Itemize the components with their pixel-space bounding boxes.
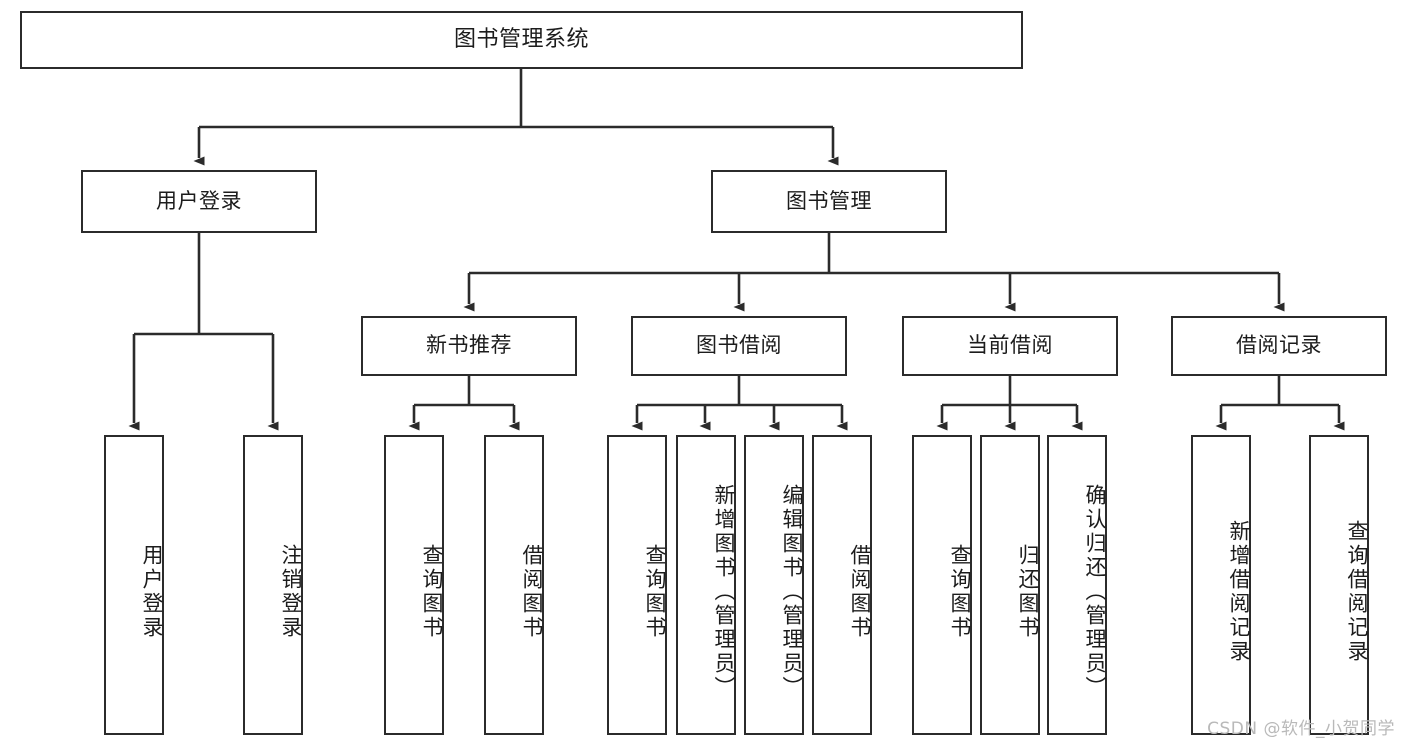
node-borrow-record[interactable]: 借阅记录 — [1171, 316, 1387, 376]
node-label: 当前借阅 — [967, 333, 1053, 358]
node-label: 查询图书 — [420, 544, 444, 640]
node-label: 查询借阅记录 — [1345, 520, 1369, 664]
leaf-logout[interactable]: 注销登录 — [243, 435, 303, 735]
node-user-login[interactable]: 用户登录 — [81, 170, 317, 233]
leaf-borrow-borrow-book[interactable]: 借阅图书 — [812, 435, 872, 735]
node-label: 查询图书 — [643, 544, 667, 640]
leaf-borrow-query-book[interactable]: 查询图书 — [607, 435, 667, 735]
leaf-current-confirm-return[interactable]: 确认归还（管理员） — [1047, 435, 1107, 735]
leaf-record-add[interactable]: 新增借阅记录 — [1191, 435, 1251, 735]
node-label: 注销登录 — [279, 544, 303, 640]
node-label: 图书管理系统 — [453, 26, 589, 52]
node-root-system[interactable]: 图书管理系统 — [20, 11, 1023, 69]
node-current-borrow[interactable]: 当前借阅 — [902, 316, 1118, 376]
node-book-borrow[interactable]: 图书借阅 — [631, 316, 847, 376]
leaf-borrow-edit-book[interactable]: 编辑图书（管理员） — [744, 435, 804, 735]
node-label: 借阅图书 — [520, 544, 544, 640]
leaf-recommend-borrow-book[interactable]: 借阅图书 — [484, 435, 544, 735]
node-label: 新增借阅记录 — [1227, 520, 1251, 664]
leaf-borrow-add-book[interactable]: 新增图书（管理员） — [676, 435, 736, 735]
leaf-record-query[interactable]: 查询借阅记录 — [1309, 435, 1369, 735]
node-label: 图书管理 — [786, 188, 872, 213]
node-label: 用户登录 — [156, 188, 242, 213]
leaf-recommend-query-book[interactable]: 查询图书 — [384, 435, 444, 735]
leaf-current-query-book[interactable]: 查询图书 — [912, 435, 972, 735]
node-label: 确认归还（管理员） — [1083, 484, 1107, 700]
watermark: CSDN @软件_小贺同学 — [1207, 719, 1395, 739]
node-label: 借阅记录 — [1236, 333, 1322, 358]
leaf-current-return-book[interactable]: 归还图书 — [980, 435, 1040, 735]
node-label: 归还图书 — [1016, 544, 1040, 640]
node-label: 编辑图书（管理员） — [780, 484, 804, 700]
node-label: 用户登录 — [140, 544, 164, 640]
node-book-management[interactable]: 图书管理 — [711, 170, 947, 233]
node-new-book-recommend[interactable]: 新书推荐 — [361, 316, 577, 376]
node-label: 新书推荐 — [426, 333, 512, 358]
leaf-user-login[interactable]: 用户登录 — [104, 435, 164, 735]
node-label: 查询图书 — [948, 544, 972, 640]
node-label: 新增图书（管理员） — [712, 484, 736, 700]
node-label: 图书借阅 — [696, 333, 782, 358]
node-label: 借阅图书 — [848, 544, 872, 640]
